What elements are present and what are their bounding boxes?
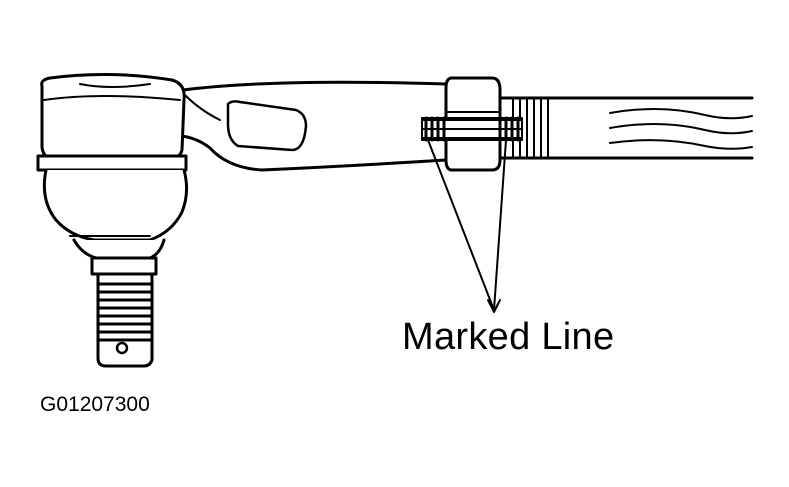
marked-line-label: Marked Line <box>402 316 615 358</box>
figure-id: G01207300 <box>40 393 150 416</box>
callout-leader-lines <box>427 139 507 313</box>
tie-rod-shaft <box>498 96 754 160</box>
marked-thread <box>421 116 523 142</box>
ball-stud <box>90 256 158 368</box>
tie-rod-end-body <box>158 80 448 172</box>
ball-socket-housing <box>36 72 189 260</box>
